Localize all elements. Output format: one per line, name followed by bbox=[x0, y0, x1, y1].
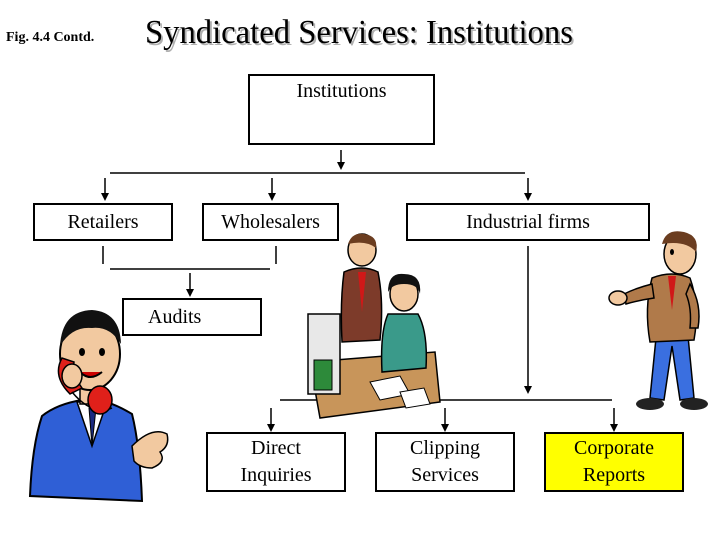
node-institutions: Institutions bbox=[248, 74, 435, 145]
node-wholesalers: Wholesalers bbox=[202, 203, 339, 241]
node-industrial-firms-label: Industrial firms bbox=[466, 211, 590, 233]
slide-title: Syndicated Services: Institutions bbox=[145, 14, 573, 51]
node-clipping-services: Clipping Services bbox=[375, 432, 515, 492]
node-audits-label: Audits bbox=[148, 306, 202, 328]
node-audits: Audits bbox=[122, 298, 262, 336]
man-gesturing-icon bbox=[608, 231, 708, 410]
figure-label: Fig. 4.4 Contd. bbox=[6, 30, 95, 45]
node-wholesalers-label: Wholesalers bbox=[221, 211, 320, 233]
node-institutions-label: Institutions bbox=[296, 80, 387, 102]
office-workers-at-computer-icon bbox=[307, 233, 441, 419]
node-corporate-reports-label: Corporate Reports bbox=[574, 437, 654, 486]
node-corporate-reports: Corporate Reports bbox=[544, 432, 684, 492]
node-retailers-label: Retailers bbox=[67, 211, 139, 233]
node-retailers: Retailers bbox=[33, 203, 173, 241]
node-direct-inquiries-label: Direct Inquiries bbox=[240, 437, 312, 486]
node-clipping-services-label: Clipping Services bbox=[409, 437, 480, 486]
man-on-phone-icon bbox=[28, 310, 169, 503]
node-direct-inquiries: Direct Inquiries bbox=[206, 432, 346, 492]
node-industrial-firms: Industrial firms bbox=[406, 203, 650, 241]
